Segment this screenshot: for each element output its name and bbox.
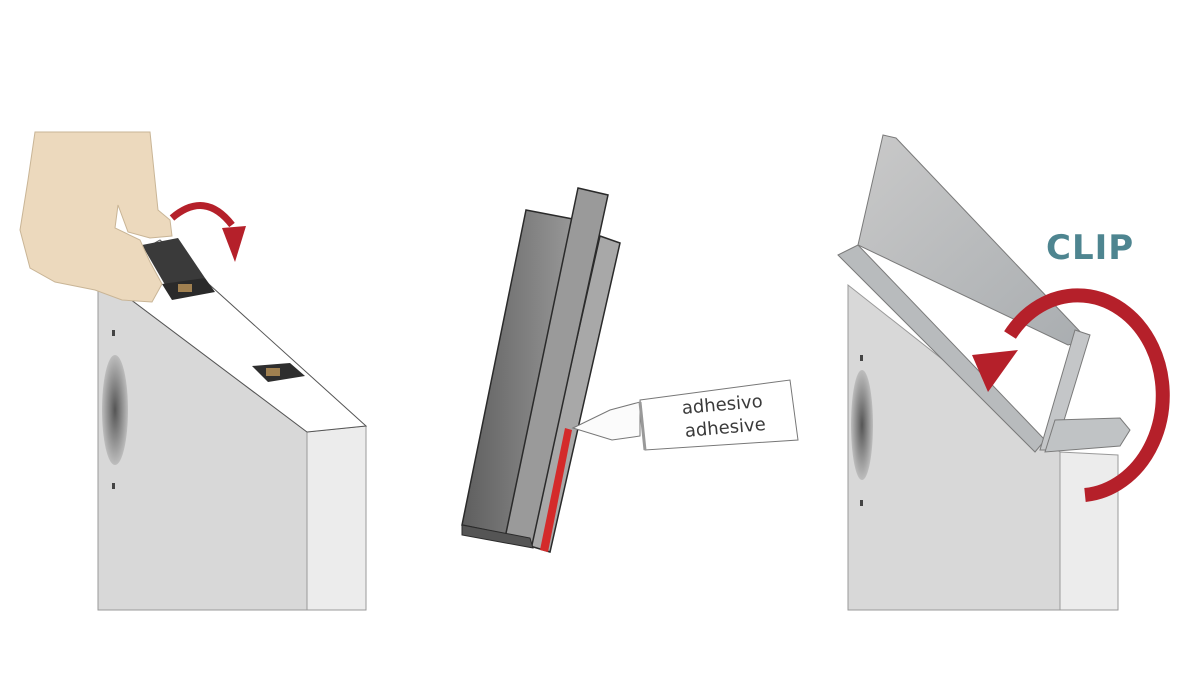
cable-hole <box>102 355 128 465</box>
rotate-clockwise-arrow-icon <box>169 202 246 262</box>
rotate-counterclockwise-arrow-icon <box>972 288 1170 502</box>
hand-icon <box>19 131 173 303</box>
adhesive-tube-icon <box>571 379 799 451</box>
step-3-panel <box>847 283 1119 611</box>
bracket-clip-icon <box>252 363 305 382</box>
adhesive-bead <box>540 428 572 552</box>
cable-hole <box>851 370 873 480</box>
profile-channel <box>461 187 621 553</box>
clip-profile <box>837 134 1131 453</box>
clip-label: CLIP <box>1046 228 1135 268</box>
bracket-clip-icon <box>142 238 215 300</box>
